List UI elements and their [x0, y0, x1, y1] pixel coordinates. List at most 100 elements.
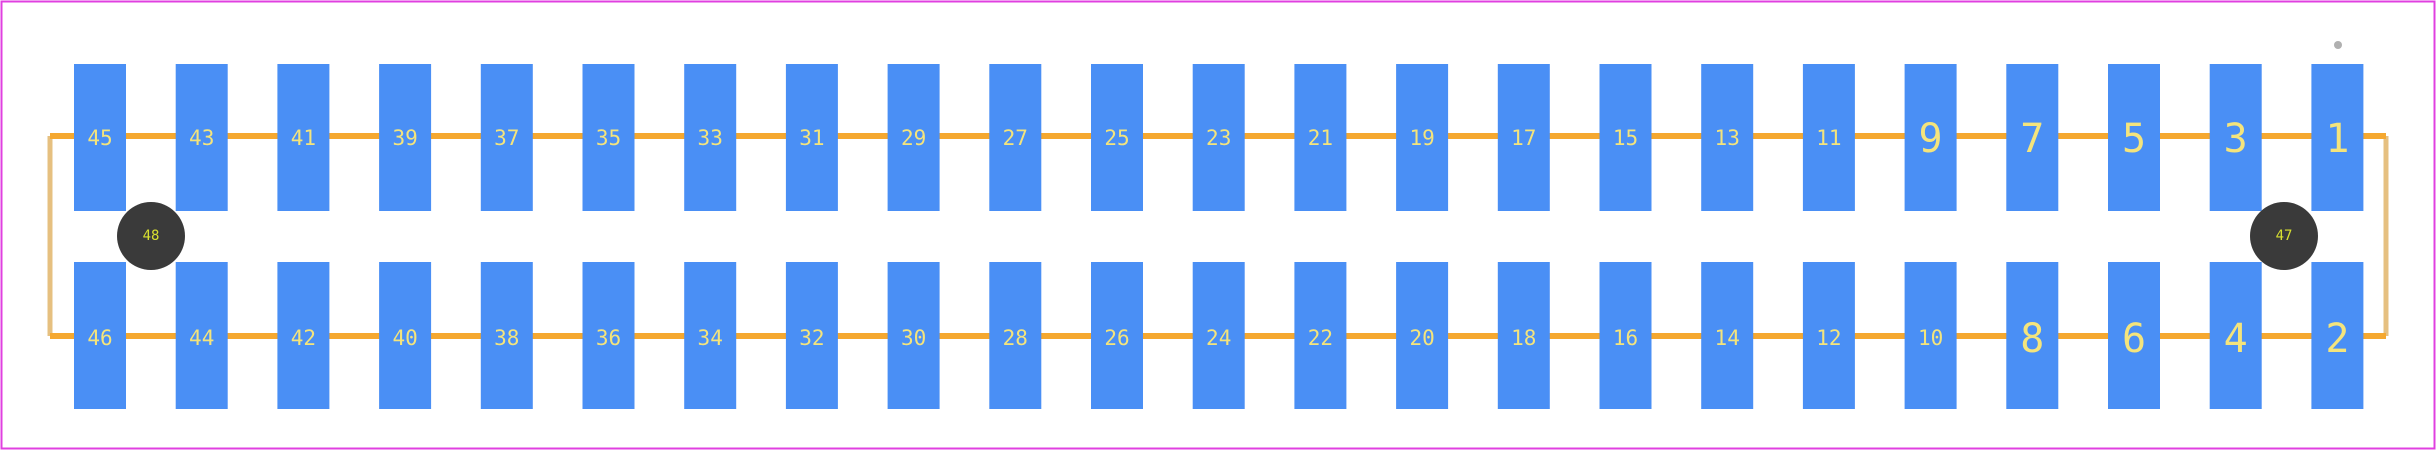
pad-shape — [684, 64, 737, 211]
pad-number: 32 — [799, 326, 824, 350]
top-row-pad-25: 25 — [1091, 64, 1143, 211]
top-row-pad-3: 3 — [2209, 64, 2262, 211]
pad-number: 13 — [1715, 126, 1740, 150]
bottom-row-pad-10: 10 — [1904, 262, 1957, 409]
pad-number: 11 — [1816, 126, 1841, 150]
bottom-row-pad-6: 6 — [2108, 262, 2160, 409]
pad-shape — [989, 64, 1042, 211]
pad-number: 24 — [1206, 326, 1231, 350]
pad-shape — [175, 64, 228, 211]
top-row-pad-7: 7 — [2006, 64, 2059, 211]
pad-shape — [74, 262, 126, 409]
pad-number: 3 — [2224, 116, 2248, 162]
pad-number: 42 — [291, 326, 316, 350]
pad-number: 33 — [698, 126, 723, 150]
bottom-row-pad-24: 24 — [1192, 262, 1245, 409]
pad-number: 10 — [1918, 326, 1943, 350]
pad-number: 29 — [901, 126, 926, 150]
top-row-pad-31: 31 — [785, 64, 838, 211]
pad-number: 45 — [87, 126, 112, 150]
bottom-row-pad-2: 2 — [2311, 262, 2364, 409]
pad-shape — [582, 262, 635, 409]
pad-shape — [379, 64, 432, 211]
pad-number: 9 — [1919, 116, 1943, 162]
pad-shape — [1396, 64, 1449, 211]
top-row-pad-13: 13 — [1701, 64, 1754, 211]
pad-shape — [684, 262, 737, 409]
pad-number: 16 — [1613, 326, 1638, 350]
bottom-row-pad-42: 42 — [277, 262, 330, 409]
hole-number: 47 — [2276, 228, 2293, 244]
pin-one-marker — [2334, 41, 2342, 49]
pad-number: 21 — [1308, 126, 1333, 150]
bottom-row-pad-30: 30 — [887, 262, 940, 409]
top-row-pad-43: 43 — [175, 64, 228, 211]
pad-number: 25 — [1104, 126, 1129, 150]
pad-number: 34 — [698, 326, 723, 350]
pad-shape — [1192, 64, 1245, 211]
hole-shape — [2250, 202, 2318, 270]
pad-number: 26 — [1104, 326, 1129, 350]
pad-number: 14 — [1715, 326, 1740, 350]
pad-number: 30 — [901, 326, 926, 350]
top-row-pad-39: 39 — [379, 64, 432, 211]
bottom-row-pad-22: 22 — [1294, 262, 1347, 409]
pad-shape — [1802, 262, 1855, 409]
pad-number: 5 — [2122, 116, 2146, 162]
pad-shape — [2311, 64, 2364, 211]
pad-shape — [2209, 262, 2262, 409]
pad-shape — [277, 64, 330, 211]
bottom-row-pad-36: 36 — [582, 262, 635, 409]
pad-shape — [1599, 64, 1652, 211]
pad-number: 4 — [2224, 316, 2248, 362]
pad-shape — [989, 262, 1042, 409]
top-row-pad-15: 15 — [1599, 64, 1652, 211]
bottom-row-pad-4: 4 — [2209, 262, 2262, 409]
top-row-pad-27: 27 — [989, 64, 1042, 211]
pad-shape — [1091, 262, 1143, 409]
bottom-row-pad-38: 38 — [480, 262, 533, 409]
bottom-row-pad-34: 34 — [684, 262, 737, 409]
pad-number: 37 — [494, 126, 519, 150]
hole-number: 48 — [143, 228, 160, 244]
pad-shape — [785, 262, 838, 409]
top-row-pad-11: 11 — [1802, 64, 1855, 211]
pad-number: 18 — [1511, 326, 1536, 350]
top-row-pad-41: 41 — [277, 64, 330, 211]
pad-shape — [2108, 64, 2160, 211]
pad-shape — [1497, 262, 1550, 409]
pad-shape — [1904, 262, 1957, 409]
top-row-pad-9: 9 — [1904, 64, 1957, 211]
pad-shape — [277, 262, 330, 409]
pad-shape — [2311, 262, 2364, 409]
pad-shape — [480, 64, 533, 211]
pad-number: 8 — [2020, 316, 2044, 362]
pad-shape — [1701, 262, 1754, 409]
pad-number: 35 — [596, 126, 621, 150]
mounting-hole-47: 47 — [2250, 202, 2318, 270]
bottom-row-pad-16: 16 — [1599, 262, 1652, 409]
pad-number: 40 — [392, 326, 417, 350]
bottom-row-pad-26: 26 — [1091, 262, 1143, 409]
pad-shape — [175, 262, 228, 409]
pad-number: 12 — [1816, 326, 1841, 350]
pad-number: 39 — [392, 126, 417, 150]
pad-shape — [1497, 64, 1550, 211]
top-row-pad-1: 1 — [2311, 64, 2364, 211]
pad-number: 7 — [2020, 116, 2044, 162]
pad-shape — [74, 64, 126, 211]
bottom-row-pad-20: 20 — [1396, 262, 1449, 409]
bottom-row-pad-12: 12 — [1802, 262, 1855, 409]
pad-shape — [480, 262, 533, 409]
bottom-row-pad-32: 32 — [785, 262, 838, 409]
pad-number: 31 — [799, 126, 824, 150]
pad-shape — [1294, 64, 1347, 211]
bottom-row-pad-28: 28 — [989, 262, 1042, 409]
top-row-pad-19: 19 — [1396, 64, 1449, 211]
top-row-pad-29: 29 — [887, 64, 940, 211]
pad-shape — [1701, 64, 1754, 211]
bottom-row-pad-44: 44 — [175, 262, 228, 409]
